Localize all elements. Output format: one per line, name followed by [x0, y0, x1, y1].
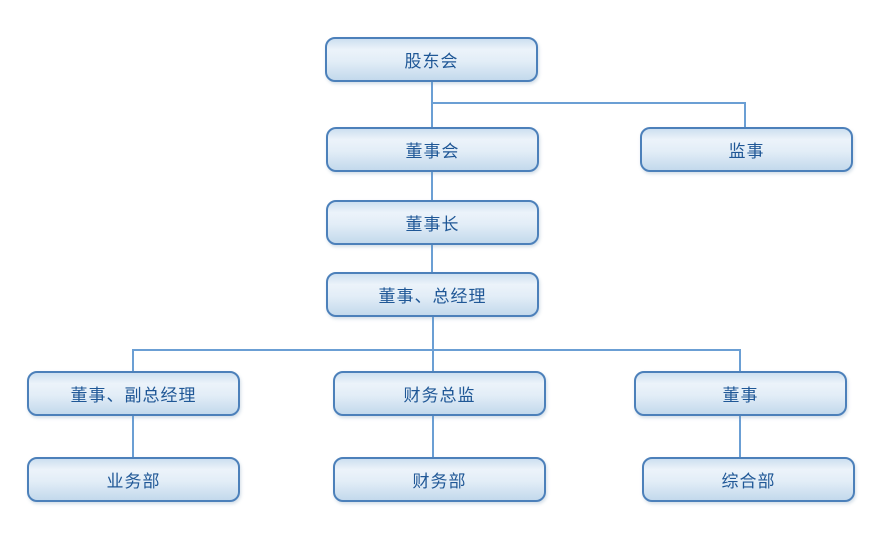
node-director-label: 董事: [722, 386, 759, 405]
connector-shareholders-supervisor-h: [431, 102, 746, 104]
node-cfo-label: 财务总监: [403, 386, 476, 405]
node-chairman-label: 董事长: [405, 215, 460, 234]
connector-supervisor-drop: [744, 102, 746, 128]
node-supervisor[interactable]: 监事: [640, 127, 853, 172]
node-business-dept-label: 业务部: [106, 472, 161, 491]
connector-branch-deputy-gm: [132, 349, 134, 372]
node-supervisor-label: 监事: [728, 142, 765, 161]
node-cfo[interactable]: 财务总监: [333, 371, 546, 416]
connector-chairman-gm: [431, 245, 433, 273]
connector-branch-director: [739, 349, 741, 372]
node-shareholders-label: 股东会: [404, 52, 459, 71]
node-director-deputy-gm[interactable]: 董事、副总经理: [27, 371, 240, 416]
node-chairman[interactable]: 董事长: [326, 200, 539, 245]
connector-gm-branch-stem: [432, 317, 434, 351]
connector-director-general: [739, 416, 741, 458]
connector-branch-horizontal: [132, 349, 741, 351]
node-shareholders[interactable]: 股东会: [325, 37, 538, 82]
connector-board-chairman: [431, 172, 433, 201]
node-director-gm-label: 董事、总经理: [378, 287, 487, 306]
node-business-dept[interactable]: 业务部: [27, 457, 240, 502]
connector-deputy-business: [132, 416, 134, 458]
node-director-gm[interactable]: 董事、总经理: [326, 272, 539, 317]
node-general-dept-label: 综合部: [721, 472, 776, 491]
node-board[interactable]: 董事会: [326, 127, 539, 172]
connector-branch-cfo: [432, 349, 434, 372]
node-board-label: 董事会: [405, 142, 460, 161]
node-general-dept[interactable]: 综合部: [642, 457, 855, 502]
connector-cfo-finance: [432, 416, 434, 458]
connector-shareholders-board: [431, 82, 433, 128]
node-finance-dept[interactable]: 财务部: [333, 457, 546, 502]
node-finance-dept-label: 财务部: [412, 472, 467, 491]
node-director[interactable]: 董事: [634, 371, 847, 416]
node-director-deputy-gm-label: 董事、副总经理: [70, 386, 197, 405]
